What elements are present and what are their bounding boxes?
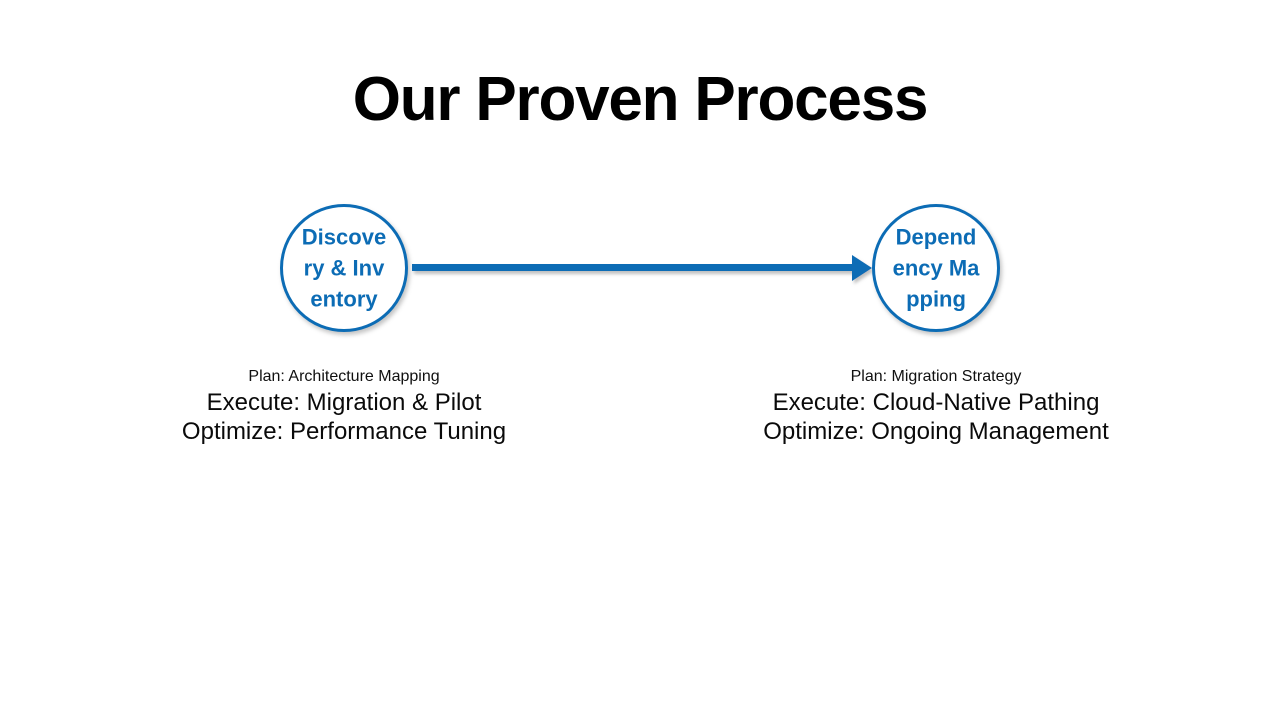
process-node-discovery[interactable]: Discovery & Inventory <box>280 204 408 332</box>
process-node-label: Discovery & Inventory <box>301 224 387 312</box>
caption-optimize-line: Optimize: Ongoing Management <box>763 418 1109 445</box>
process-node-dependency[interactable]: Dependency Mapping <box>872 204 1000 332</box>
caption-execute-line: Execute: Cloud-Native Pathing <box>772 389 1100 416</box>
caption-execute-line: Execute: Migration & Pilot <box>206 389 482 416</box>
caption-plan-line: Plan: Migration Strategy <box>850 368 1022 385</box>
caption-optimize-line: Optimize: Performance Tuning <box>181 418 507 445</box>
process-step-caption: Plan: Migration Strategy Execute: Cloud-… <box>736 365 1136 446</box>
process-step-caption: Plan: Architecture Mapping Execute: Migr… <box>144 365 544 446</box>
process-node-label: Dependency Mapping <box>892 224 980 312</box>
caption-plan-line: Plan: Architecture Mapping <box>248 368 440 385</box>
page-title: Our Proven Process <box>352 65 929 134</box>
